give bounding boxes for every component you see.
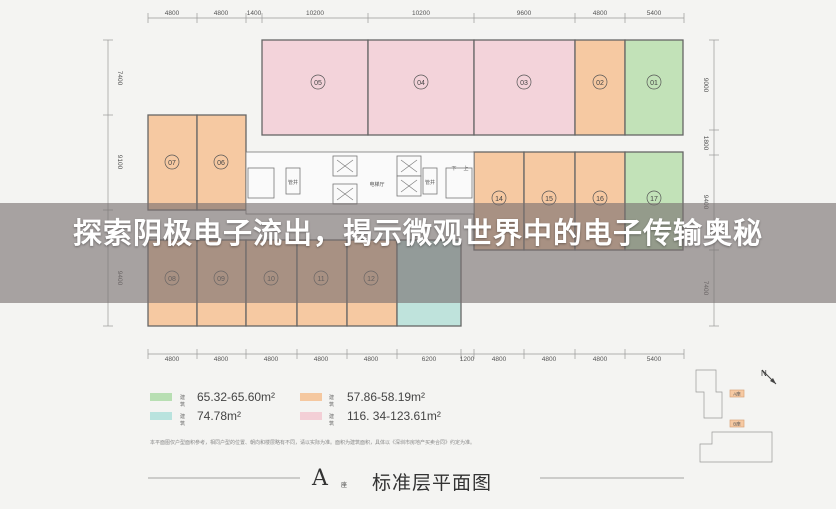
top-dim-5: 10200: [412, 10, 430, 17]
building-suffix: 座: [341, 482, 348, 489]
bottom-dim-6: 6200: [422, 356, 437, 363]
left-dim-1: 7400: [116, 71, 123, 86]
unit-03: [473, 39, 576, 136]
unit-02-label: 02: [596, 80, 604, 87]
legend-code-4: 建筑: [329, 414, 335, 427]
plan-title: 标准层平面图: [372, 472, 493, 494]
bottom-dim-4: 4800: [314, 356, 329, 363]
unit-14-label: 14: [495, 196, 503, 203]
unit-01: [624, 39, 684, 136]
legend-area-1: 65.32-65.60m²: [197, 390, 276, 404]
unit-17-label: 17: [650, 196, 658, 203]
unit-07: [147, 114, 198, 211]
top-dimension-line: [147, 13, 685, 23]
bottom-dim-10: 4800: [593, 356, 608, 363]
top-dim-8: 5400: [647, 10, 662, 17]
right-dim-1: 9000: [702, 78, 709, 93]
banner-title: 探索阴极电子流出，揭示微观世界中的电子传输奥秘: [72, 216, 763, 250]
unit-02: [574, 39, 626, 136]
top-dim-1: 4800: [165, 10, 180, 17]
legend-code-3: 建筑: [180, 414, 186, 427]
bottom-dim-9: 4800: [542, 356, 557, 363]
bottom-dimension-line: [147, 349, 685, 359]
stair-down-label: 下: [451, 166, 456, 172]
bottom-dim-8: 4800: [492, 356, 507, 363]
legend-swatch-green: [150, 393, 172, 401]
top-dim-7: 4800: [593, 10, 608, 17]
top-dim-2: 4800: [214, 10, 229, 17]
legend-code-2: 建筑: [329, 395, 335, 408]
right-dim-3: 9400: [702, 195, 709, 210]
bottom-dim-1: 4800: [165, 356, 180, 363]
svg-text:N: N: [761, 369, 767, 378]
bottom-dim-11: 5400: [647, 356, 662, 363]
unit-06: [196, 114, 247, 211]
unit-06-label: 06: [217, 160, 225, 167]
site-label-a: A座: [733, 391, 741, 398]
top-dim-6: 9600: [517, 10, 532, 17]
shaft-left-label: 管井: [288, 179, 298, 186]
bottom-dim-7: 1200: [460, 356, 475, 363]
footnote: 本平面图仅户型面积参考，相同户型的位置、朝向和楼层略有不同，请以实际为准。面积为…: [150, 440, 476, 446]
title-banner: [0, 203, 836, 303]
unit-01-label: 01: [650, 80, 658, 87]
unit-03-label: 03: [520, 80, 528, 87]
bottom-dim-2: 4800: [214, 356, 229, 363]
unit-04-label: 04: [417, 80, 425, 87]
legend-swatch-orange: [300, 393, 322, 401]
site-key-map: [695, 369, 773, 463]
unit-05-label: 05: [314, 80, 322, 87]
unit-15-label: 15: [545, 196, 553, 203]
legend-area-3: 74.78m²: [197, 409, 242, 423]
legend-area-2: 57.86-58.19m²: [347, 390, 426, 404]
unit-16-label: 16: [596, 196, 604, 203]
lobby-label: 电梯厅: [369, 181, 384, 188]
legend-code-1: 建筑: [180, 395, 186, 408]
unit-04: [367, 39, 475, 136]
stair-up-label: 上: [463, 165, 468, 172]
top-dim-4: 10200: [306, 10, 324, 17]
building-letter: A: [312, 466, 328, 491]
shaft-right-label: 管井: [425, 179, 435, 186]
unit-07-label: 07: [168, 160, 176, 167]
legend-swatch-pink: [300, 412, 322, 420]
site-label-b: B座: [733, 421, 741, 428]
compass-icon: N: [761, 369, 777, 385]
left-dim-2: 9100: [116, 155, 123, 170]
right-dim-2: 1800: [702, 136, 709, 151]
unit-05: [261, 39, 369, 136]
top-dim-3: 1400: [247, 10, 262, 17]
bottom-dim-5: 4800: [364, 356, 379, 363]
legend-area-4: 116. 34-123.61m²: [347, 409, 441, 423]
bottom-dim-3: 4800: [264, 356, 279, 363]
legend-swatch-teal: [150, 412, 172, 420]
